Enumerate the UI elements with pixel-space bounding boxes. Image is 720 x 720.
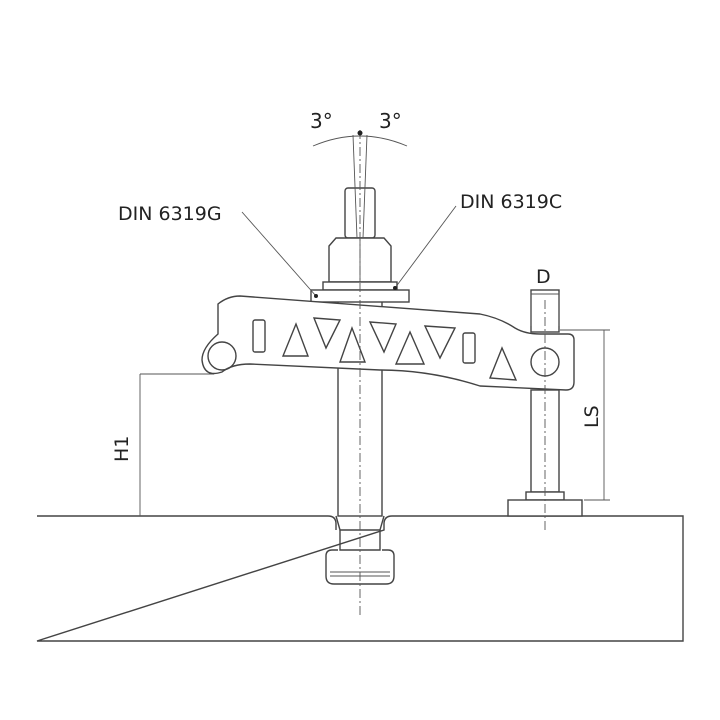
- dim-ls-label: LS: [581, 405, 603, 428]
- dim-h1-label: H1: [111, 436, 133, 462]
- center-lines: [352, 130, 546, 616]
- dimension-ls: LS: [560, 329, 610, 501]
- din-6319g-label: DIN 6319G: [118, 203, 222, 225]
- din-6319c-label: DIN 6319C: [460, 191, 562, 213]
- dim-d-label: D: [536, 266, 551, 288]
- dimension-d: D: [530, 266, 560, 326]
- dimension-h1: H1: [111, 436, 133, 462]
- tilt-angle-indicator: 3° 3°: [310, 109, 408, 147]
- machine-table: [36, 515, 684, 642]
- clamp-arm: [201, 295, 575, 391]
- support-block: [139, 373, 214, 516]
- washer-callouts: DIN 6319G DIN 6319C: [118, 191, 562, 298]
- angle-right-label: 3°: [379, 109, 402, 133]
- angle-left-label: 3°: [310, 109, 333, 133]
